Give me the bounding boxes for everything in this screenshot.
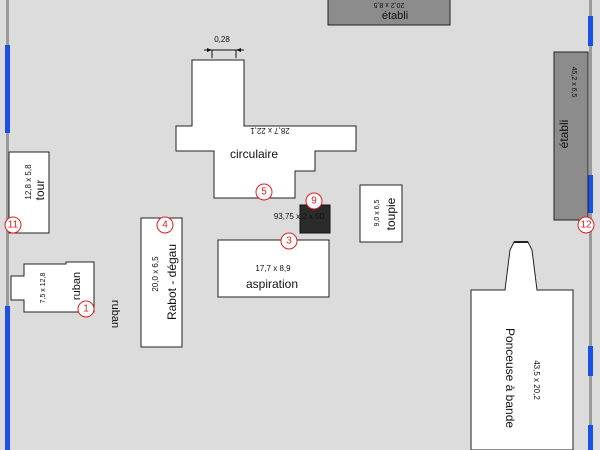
window-left-lower: [5, 306, 10, 450]
marker-5-circle: [255, 183, 273, 201]
ponceuse-dim: 43,5 x 20,2: [532, 360, 541, 400]
dimension-label: 0,28: [214, 35, 230, 44]
marker-9[interactable]: 9: [305, 192, 323, 210]
etabli-top-dim: 20,2 x 8,5: [374, 1, 405, 8]
box9-dim: 93,75 x 2 x 50: [274, 212, 325, 221]
marker-4-circle: [156, 216, 174, 234]
ruban-bandsaw: [10, 261, 95, 313]
ponceuse-label: Ponceuse à bande: [503, 328, 517, 428]
marker-3-text: 3: [286, 236, 292, 247]
marker-12-circle: [577, 216, 595, 234]
circulaire-saw: [175, 59, 357, 199]
aspiration-label: aspiration: [246, 277, 298, 291]
marker-4[interactable]: 4: [156, 216, 174, 234]
toupie-spindle-moulder: [359, 184, 403, 243]
rabot-degau-planer: [140, 217, 183, 348]
marker-5-text: 5: [261, 187, 267, 198]
marker-12[interactable]: 12: [577, 216, 595, 234]
marker-11[interactable]: 11: [4, 216, 22, 234]
circulaire-dim: 28,7 x 22,1: [250, 126, 290, 135]
window-left-upper: [5, 45, 10, 133]
marker-11-circle: [4, 216, 22, 234]
marker-1-circle: [77, 300, 95, 318]
toupie-dim: 9,0 x 6,5: [374, 199, 381, 226]
marker-4-text: 4: [162, 220, 168, 231]
circulaire-label: circulaire: [230, 147, 278, 161]
etabli-top-label: établi: [382, 10, 408, 22]
marker-1[interactable]: 1: [77, 300, 95, 318]
tour-dim: 12,8 x 5,8: [24, 164, 33, 200]
ruban-label: ruban: [71, 272, 83, 300]
etabli-right-dim: 45,2 x 6,5: [570, 67, 577, 98]
dim-arrow-left: [207, 48, 212, 52]
marker-9-circle: [305, 192, 323, 210]
marker-1-text: 1: [83, 304, 89, 315]
window-right-middle: [588, 175, 593, 213]
window-right-top: [588, 16, 593, 46]
aspiration-dim: 17,7 x 8,9: [255, 264, 291, 273]
ruban-dim: 7,5 x 12,8: [40, 273, 47, 304]
ruban-outside-label: ruban: [109, 300, 121, 328]
aspiration-unit: [217, 239, 330, 298]
dark-box-9: [299, 204, 331, 234]
marker-12-text: 12: [580, 220, 592, 231]
dim-arrow-right: [236, 48, 241, 52]
marker-3-circle: [280, 232, 298, 250]
rabot-dim: 20,0 x 6,5: [151, 256, 160, 292]
marker-3[interactable]: 3: [280, 232, 298, 250]
ruban-dim-1: 7,5 x 12,8: [40, 273, 47, 304]
rabot-label: Rabot - dégau: [165, 244, 179, 320]
marker-9-text: 9: [311, 196, 317, 207]
window-right-lower: [588, 346, 593, 376]
etabli-right: [553, 51, 589, 221]
etabli-top: [327, 0, 451, 26]
etabli-right-label: établi: [557, 120, 571, 149]
ponceuse-a-bande: [470, 241, 574, 450]
window-right-bottom: [588, 425, 593, 450]
tour-label: tour: [33, 180, 47, 201]
marker-5[interactable]: 5: [255, 183, 273, 201]
marker-11-text: 11: [8, 220, 19, 231]
toupie-label: toupie: [384, 197, 398, 230]
